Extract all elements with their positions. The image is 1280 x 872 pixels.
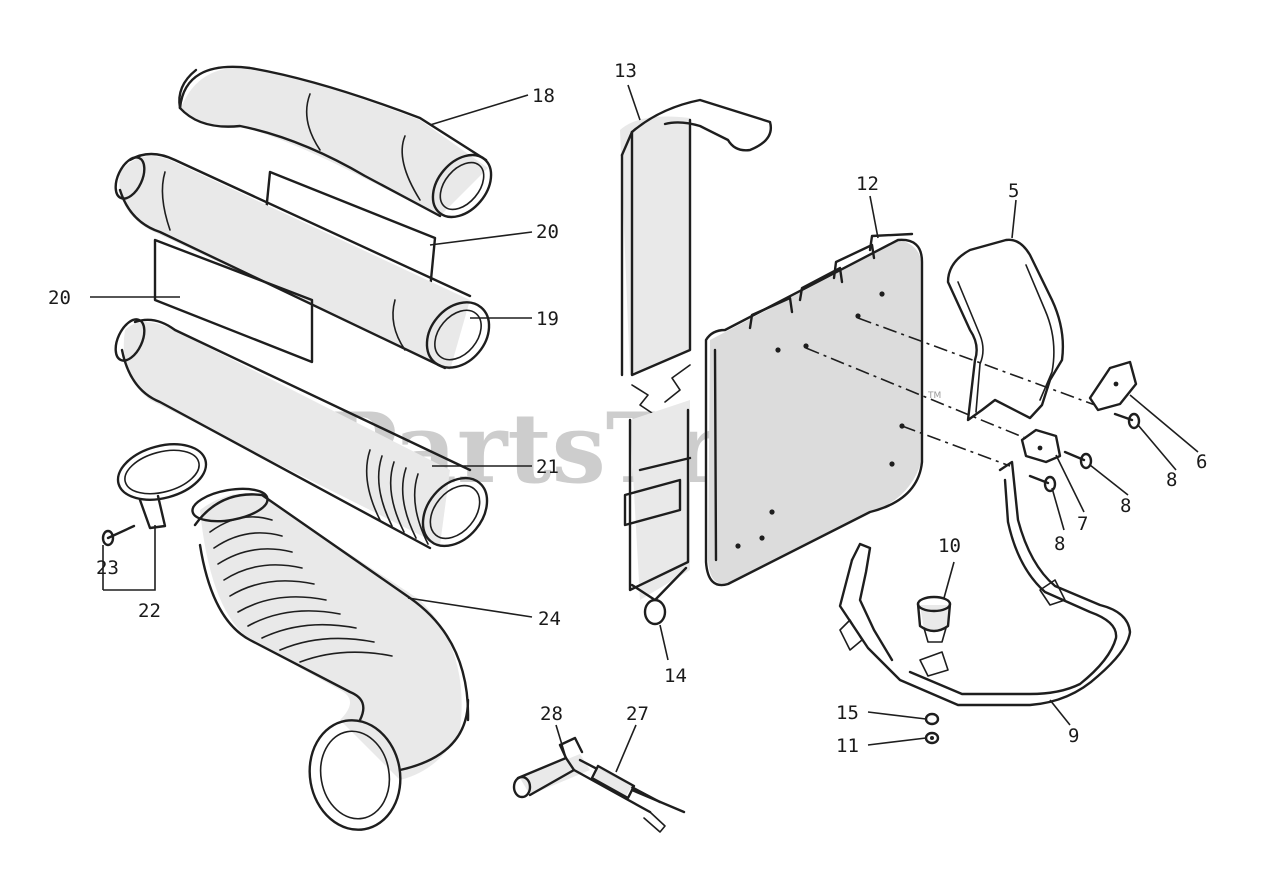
part-15-washer xyxy=(924,712,940,726)
part-11-nut xyxy=(924,731,940,745)
part-10-rubber-mount xyxy=(916,595,952,643)
callout-21: 21 xyxy=(536,456,559,478)
part-22-clamp xyxy=(116,443,208,530)
callout-12: 12 xyxy=(856,173,879,195)
callout-9: 9 xyxy=(1068,725,1079,747)
callout-20-lower: 20 xyxy=(48,287,71,309)
part-9-base-frame xyxy=(838,460,1132,707)
part-8-bolts xyxy=(1028,412,1141,493)
callout-11: 11 xyxy=(836,735,859,757)
alignment-lines xyxy=(805,317,1096,467)
callout-19: 19 xyxy=(536,308,559,330)
callout-8-a: 8 xyxy=(1166,469,1177,491)
callout-24: 24 xyxy=(538,608,561,630)
callout-6: 6 xyxy=(1196,451,1207,473)
part-13-strap xyxy=(620,98,772,416)
callout-14: 14 xyxy=(664,665,687,687)
callout-20-upper: 20 xyxy=(536,221,559,243)
part-21-corrugated-pipe xyxy=(114,318,489,550)
callout-10: 10 xyxy=(938,535,961,557)
part-5-frame xyxy=(946,238,1065,422)
callout-23: 23 xyxy=(96,557,119,579)
callout-13: 13 xyxy=(614,60,637,82)
part-20-decal-lower xyxy=(153,238,314,364)
watermark-trademark: TM xyxy=(927,391,941,401)
callout-22: 22 xyxy=(138,600,161,622)
callout-15: 15 xyxy=(836,702,859,724)
part-14-buckle xyxy=(623,400,692,626)
bolt-c xyxy=(1028,474,1057,493)
callout-8-b: 8 xyxy=(1120,495,1131,517)
part-12-back-pad xyxy=(704,232,924,587)
part-19-straight-pipe xyxy=(114,152,491,370)
part-23-screw xyxy=(101,524,136,547)
part-18-bent-pipe xyxy=(178,65,493,219)
bolt-b xyxy=(1063,450,1093,470)
callout-18: 18 xyxy=(532,85,555,107)
callout-labels: 18 20 20 19 21 22 23 24 13 14 12 5 6 7 8… xyxy=(48,60,1207,757)
callout-28: 28 xyxy=(540,703,563,725)
part-27-screwdriver xyxy=(590,764,686,814)
bolt-a xyxy=(1113,412,1141,430)
callout-7: 7 xyxy=(1077,513,1088,535)
callout-27: 27 xyxy=(626,703,649,725)
part-7-bracket xyxy=(1020,428,1062,464)
callout-8-c: 8 xyxy=(1054,533,1065,555)
part-28-plug-wrench xyxy=(512,736,666,833)
leader-lines xyxy=(90,84,1199,773)
part-6-bracket xyxy=(1088,360,1138,412)
callout-5: 5 xyxy=(1008,180,1019,202)
